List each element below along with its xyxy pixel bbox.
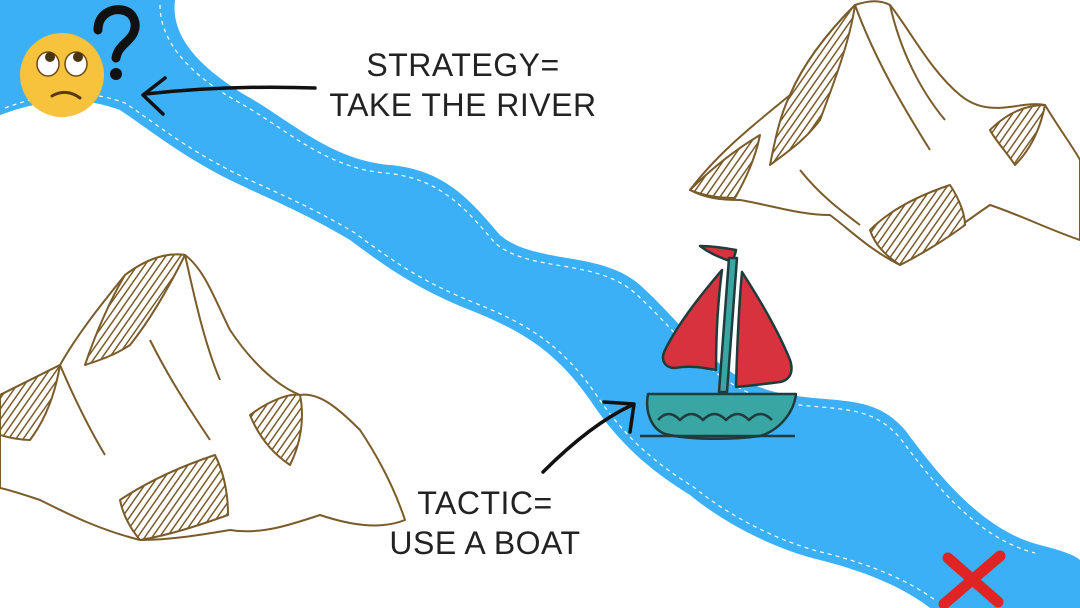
mountain-shade-left-1 [84,253,186,366]
boat-sail-right [734,270,793,389]
mountain-shade-left-2 [0,364,61,441]
strategy-label: STRATEGY= TAKE THE RIVER [318,45,608,125]
mountain-ridge-right [799,4,946,226]
red-x-mark-icon [938,550,1006,608]
mountain-shade-right-4 [869,184,966,266]
emoji-face [20,33,104,117]
boat-mast [717,256,739,394]
mountain-shade-right-3 [989,104,1046,166]
emoji-right-pupil [73,52,83,62]
confused-face-emoji-icon [20,33,104,117]
tactic-arrow [541,400,636,474]
tactic-label-line1: TACTIC= [417,485,553,521]
strategy-label-line2: TAKE THE RIVER [329,87,597,123]
mountain-shade-left-3 [249,393,303,466]
boat-sail-left [661,268,724,372]
sailboat-icon [640,244,798,441]
boat-flag [698,244,738,264]
emoji-mouth [50,90,82,100]
mountain-shade-right-1 [769,4,856,166]
strategy-arrow [141,76,317,116]
strategy-arrow-head [141,76,167,116]
tactic-label-line2: USE A BOAT [389,525,581,561]
strategy-arrow-shaft [143,85,317,96]
mountain-ridge-left [59,254,221,456]
question-mark-icon [93,5,140,80]
mountain-range-left [0,253,406,541]
river-dashed-edge-bottom [4,93,936,601]
mountain-shade-right-2 [689,134,761,199]
mountain-shade-left-4 [119,454,229,541]
strategy-label-line1: STRATEGY= [366,47,560,83]
mountain-range-right [689,0,1080,266]
tactic-arrow-shaft [541,403,634,474]
tactic-label: TACTIC= USE A BOAT [365,483,605,563]
tactic-arrow-head [602,400,636,434]
river-dashed-edge-top [159,4,1036,554]
boat-waves [640,412,795,438]
emoji-left-pupil [45,52,55,62]
